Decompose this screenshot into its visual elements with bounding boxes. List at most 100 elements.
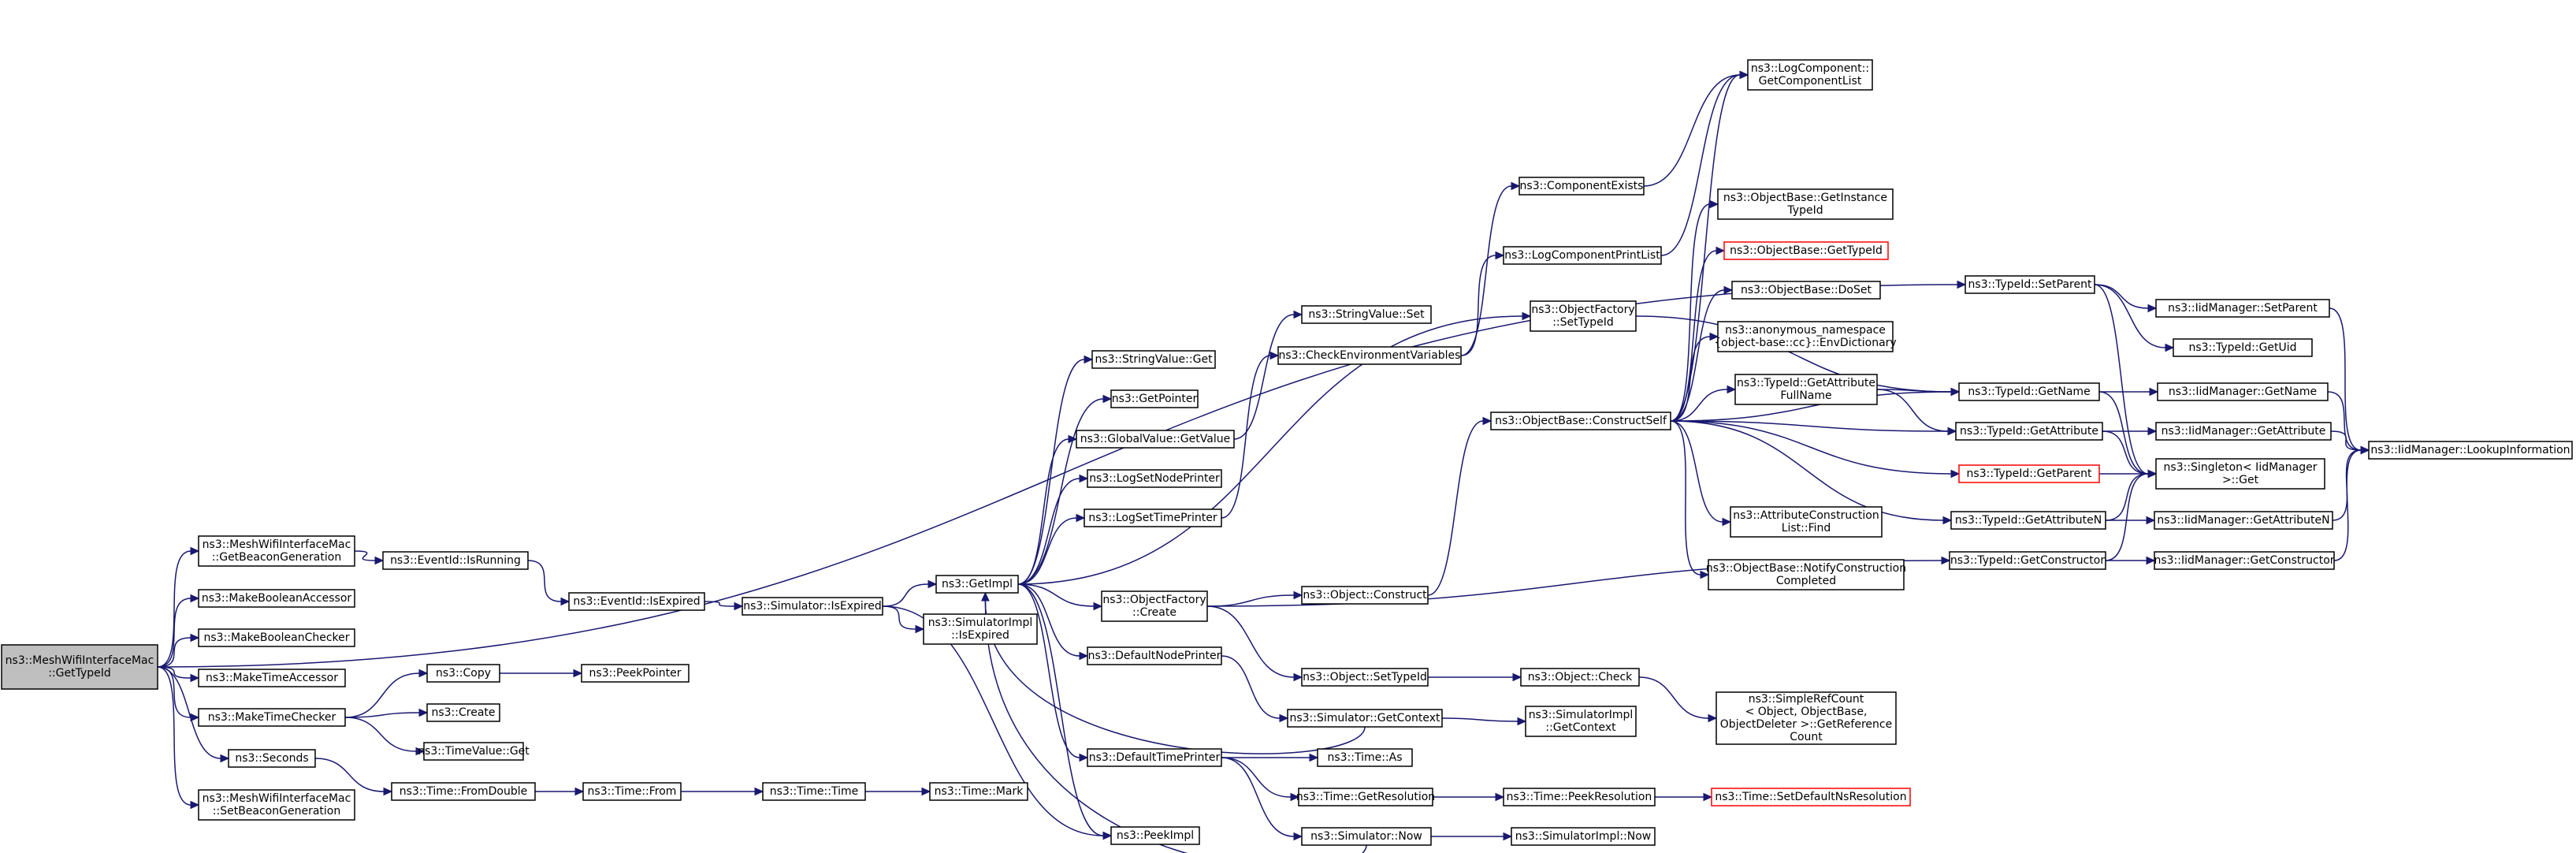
graph-node-timeSetDefaultNs[interactable]: ns3::Time::SetDefaultNsResolution bbox=[1711, 788, 1911, 806]
graph-node-makeTimeAcc[interactable]: ns3::MakeTimeAccessor bbox=[198, 669, 346, 687]
edge-line bbox=[354, 550, 376, 561]
graph-node-iidGetAttrN[interactable]: ns3::IidManager::GetAttributeN bbox=[2154, 511, 2333, 530]
graph-node-typeIdGetParent[interactable]: ns3::TypeId::GetParent bbox=[1958, 464, 2100, 483]
graph-node-seconds[interactable]: ns3::Seconds bbox=[228, 749, 316, 768]
graph-node-peekPointer[interactable]: ns3::PeekPointer bbox=[581, 664, 690, 683]
edge-arrowhead bbox=[1076, 513, 1086, 523]
graph-node-objBaseDoSet[interactable]: ns3::ObjectBase::DoSet bbox=[1731, 281, 1881, 300]
graph-node-timeTime[interactable]: ns3::Time::Time bbox=[762, 782, 866, 801]
graph-node-iidSetParent[interactable]: ns3::IidManager::SetParent bbox=[2155, 299, 2330, 318]
node-box bbox=[2155, 299, 2330, 318]
graph-node-timeGetRes[interactable]: ns3::Time::GetResolution bbox=[1296, 788, 1435, 806]
graph-node-iidGetConstr[interactable]: ns3::IidManager::GetConstructor bbox=[2154, 551, 2335, 570]
graph-node-objFactCreate[interactable]: ns3::ObjectFactory::Create bbox=[1101, 590, 1208, 622]
graph-node-objConstruct[interactable]: ns3::Object::Construct bbox=[1301, 586, 1429, 605]
graph-node-typeIdSetParent[interactable]: ns3::TypeId::SetParent bbox=[1965, 275, 2095, 294]
graph-node-simImplIsExpired[interactable]: ns3::SimulatorImpl::IsExpired bbox=[923, 613, 1038, 645]
graph-node-defTimePrinter[interactable]: ns3::DefaultTimePrinter bbox=[1087, 748, 1222, 767]
graph-node-globalValueGet[interactable]: ns3::GlobalValue::GetValue bbox=[1076, 430, 1235, 449]
graph-node-objCheck[interactable]: ns3::Object::Check bbox=[1520, 668, 1640, 687]
graph-node-logSetNode[interactable]: ns3::LogSetNodePrinter bbox=[1087, 469, 1222, 488]
graph-node-makeBoolAcc[interactable]: ns3::MakeBooleanAccessor bbox=[198, 589, 355, 608]
graph-node-getPointer[interactable]: ns3::GetPointer bbox=[1110, 389, 1199, 408]
edge-arrowhead bbox=[1293, 590, 1303, 600]
node-label: ns3::Object::Check bbox=[1528, 671, 1633, 684]
graph-node-logCompGetList[interactable]: ns3::LogComponent::GetComponentList bbox=[1747, 59, 1873, 91]
graph-node-objSetTypeId[interactable]: ns3::Object::SetTypeId bbox=[1301, 668, 1429, 687]
node-label: ns3::LogSetNodePrinter bbox=[1089, 472, 1220, 485]
graph-node-peekImpl[interactable]: ns3::PeekImpl bbox=[1110, 826, 1200, 845]
graph-node-objBaseNotify[interactable]: ns3::ObjectBase::NotifyConstructionCompl… bbox=[1706, 559, 1906, 590]
graph-node-timePeekRes[interactable]: ns3::Time::PeekResolution bbox=[1503, 788, 1656, 806]
node-label: ns3::Time::From bbox=[588, 785, 677, 798]
node-box bbox=[2154, 551, 2335, 570]
graph-node-iidLookup[interactable]: ns3::IidManager::LookupInformation bbox=[2368, 441, 2573, 460]
node-label: ns3::Object::Construct bbox=[1303, 589, 1427, 602]
graph-node-create[interactable]: ns3::Create bbox=[426, 703, 500, 722]
graph-node-simImplNow[interactable]: ns3::SimulatorImpl::Now bbox=[1511, 827, 1656, 846]
graph-node-objBaseGetTypeId[interactable]: ns3::ObjectBase::GetTypeId bbox=[1723, 241, 1889, 260]
graph-node-typeIdGetUid[interactable]: ns3::TypeId::GetUid bbox=[2173, 338, 2313, 357]
graph-node-iidGetName[interactable]: ns3::IidManager::GetName bbox=[2157, 382, 2329, 401]
graph-node-compExists[interactable]: ns3::ComponentExists bbox=[1518, 177, 1645, 196]
node-label: ns3::TypeId::GetAttributeN bbox=[1955, 514, 2102, 527]
graph-node-makeTimeChk[interactable]: ns3::MakeTimeChecker bbox=[198, 708, 346, 727]
call-edge-makeTimeChk-to-timeValueGet bbox=[344, 717, 426, 756]
graph-node-stringValueGet[interactable]: ns3::StringValue::Get bbox=[1091, 350, 1216, 369]
node-box bbox=[1503, 246, 1662, 265]
edge-arrowhead bbox=[921, 787, 931, 796]
graph-node-iidGetAttr[interactable]: ns3::IidManager::GetAttribute bbox=[2155, 422, 2332, 441]
call-edge-globalValueGet-to-stringValueSet bbox=[1233, 310, 1303, 440]
edge-line bbox=[314, 758, 385, 792]
call-edge-objBaseConstructSelf-to-objBaseGetInst bbox=[1670, 199, 1719, 422]
graph-node-simGetContext[interactable]: ns3::Simulator::GetContext bbox=[1287, 709, 1443, 728]
graph-node-checkEnv[interactable]: ns3::CheckEnvironmentVariables bbox=[1277, 346, 1462, 365]
node-box bbox=[1317, 748, 1413, 767]
node-label: ns3::MakeTimeChecker bbox=[208, 711, 336, 724]
graph-node-objBaseConstructSelf[interactable]: ns3::ObjectBase::ConstructSelf bbox=[1490, 412, 1671, 430]
node-label: ns3::TypeId::GetAttribute bbox=[1737, 377, 1875, 389]
graph-node-eventIsRunning[interactable]: ns3::EventId::IsRunning bbox=[382, 551, 529, 570]
node-label: ns3::SimulatorImpl::Now bbox=[1515, 830, 1652, 843]
call-edge-timePeekRes-to-timeSetDefaultNs bbox=[1654, 792, 1713, 802]
node-box bbox=[1723, 241, 1889, 260]
graph-node-simNow[interactable]: ns3::Simulator::Now bbox=[1301, 827, 1432, 846]
graph-node-copy[interactable]: ns3::Copy bbox=[426, 664, 500, 683]
graph-node-getBeacon[interactable]: ns3::MeshWifiInterfaceMac::GetBeaconGene… bbox=[198, 535, 355, 567]
graph-node-setBeacon[interactable]: ns3::MeshWifiInterfaceMac::SetBeaconGene… bbox=[198, 789, 355, 821]
graph-node-eventIsExpired[interactable]: ns3::EventId::IsExpired bbox=[568, 592, 705, 611]
graph-node-makeBoolChk[interactable]: ns3::MakeBooleanChecker bbox=[198, 628, 355, 647]
graph-node-timeFrom[interactable]: ns3::Time::From bbox=[582, 782, 682, 801]
graph-node-logSetTime[interactable]: ns3::LogSetTimePrinter bbox=[1084, 508, 1222, 527]
graph-node-root[interactable]: ns3::MeshWifiInterfaceMac::GetTypeId bbox=[1, 644, 158, 690]
graph-node-simIsExpired[interactable]: ns3::Simulator::IsExpired bbox=[742, 597, 883, 616]
graph-node-singletonGet[interactable]: ns3::Singleton< IidManager>::Get bbox=[2155, 458, 2325, 490]
graph-node-timeValueGet[interactable]: ns3::TimeValue::Get bbox=[418, 742, 530, 761]
edge-line bbox=[2329, 307, 2362, 451]
call-edge-getImpl-to-logSetTime bbox=[1017, 513, 1086, 585]
graph-node-simImplGetContext[interactable]: ns3::SimulatorImpl::GetContext bbox=[1525, 706, 1637, 737]
graph-node-getImpl[interactable]: ns3::GetImpl bbox=[935, 575, 1019, 594]
graph-node-timeAs[interactable]: ns3::Time::As bbox=[1317, 748, 1413, 767]
graph-node-objFactSetTypeId[interactable]: ns3::ObjectFactory::SetTypeId bbox=[1530, 300, 1637, 332]
graph-node-typeIdGetAttr[interactable]: ns3::TypeId::GetAttribute bbox=[1955, 422, 2103, 441]
graph-node-anonEnvDict[interactable]: ns3::anonymous_namespace{object-base::cc… bbox=[1714, 321, 1897, 352]
node-label: ns3::Copy bbox=[436, 667, 491, 680]
node-box bbox=[2157, 382, 2329, 401]
call-edge-objFactCreate-to-objSetTypeId bbox=[1206, 605, 1303, 682]
graph-node-timeMark[interactable]: ns3::Time::Mark bbox=[929, 782, 1028, 801]
graph-node-stringValueSet[interactable]: ns3::StringValue::Set bbox=[1301, 305, 1432, 324]
graph-node-defNodePrinter[interactable]: ns3::DefaultNodePrinter bbox=[1087, 646, 1222, 665]
graph-node-typeIdGetAttrN[interactable]: ns3::TypeId::GetAttributeN bbox=[1950, 511, 2106, 530]
graph-node-simpleRefCount[interactable]: ns3::SimpleRefCount< Object, ObjectBase,… bbox=[1715, 691, 1897, 745]
node-label: ns3::TypeId::GetConstructor bbox=[1950, 554, 2105, 567]
graph-node-typeIdGetName[interactable]: ns3::TypeId::GetName bbox=[1958, 382, 2100, 401]
graph-node-timeFromDouble[interactable]: ns3::Time::FromDouble bbox=[391, 782, 536, 801]
edge-line bbox=[1635, 315, 1952, 393]
graph-node-typeIdGetConstr[interactable]: ns3::TypeId::GetConstructor bbox=[1949, 551, 2106, 570]
graph-node-logCompPrintList[interactable]: ns3::LogComponentPrintList bbox=[1503, 246, 1662, 265]
call-edge-timeTime-to-timeMark bbox=[865, 787, 931, 796]
